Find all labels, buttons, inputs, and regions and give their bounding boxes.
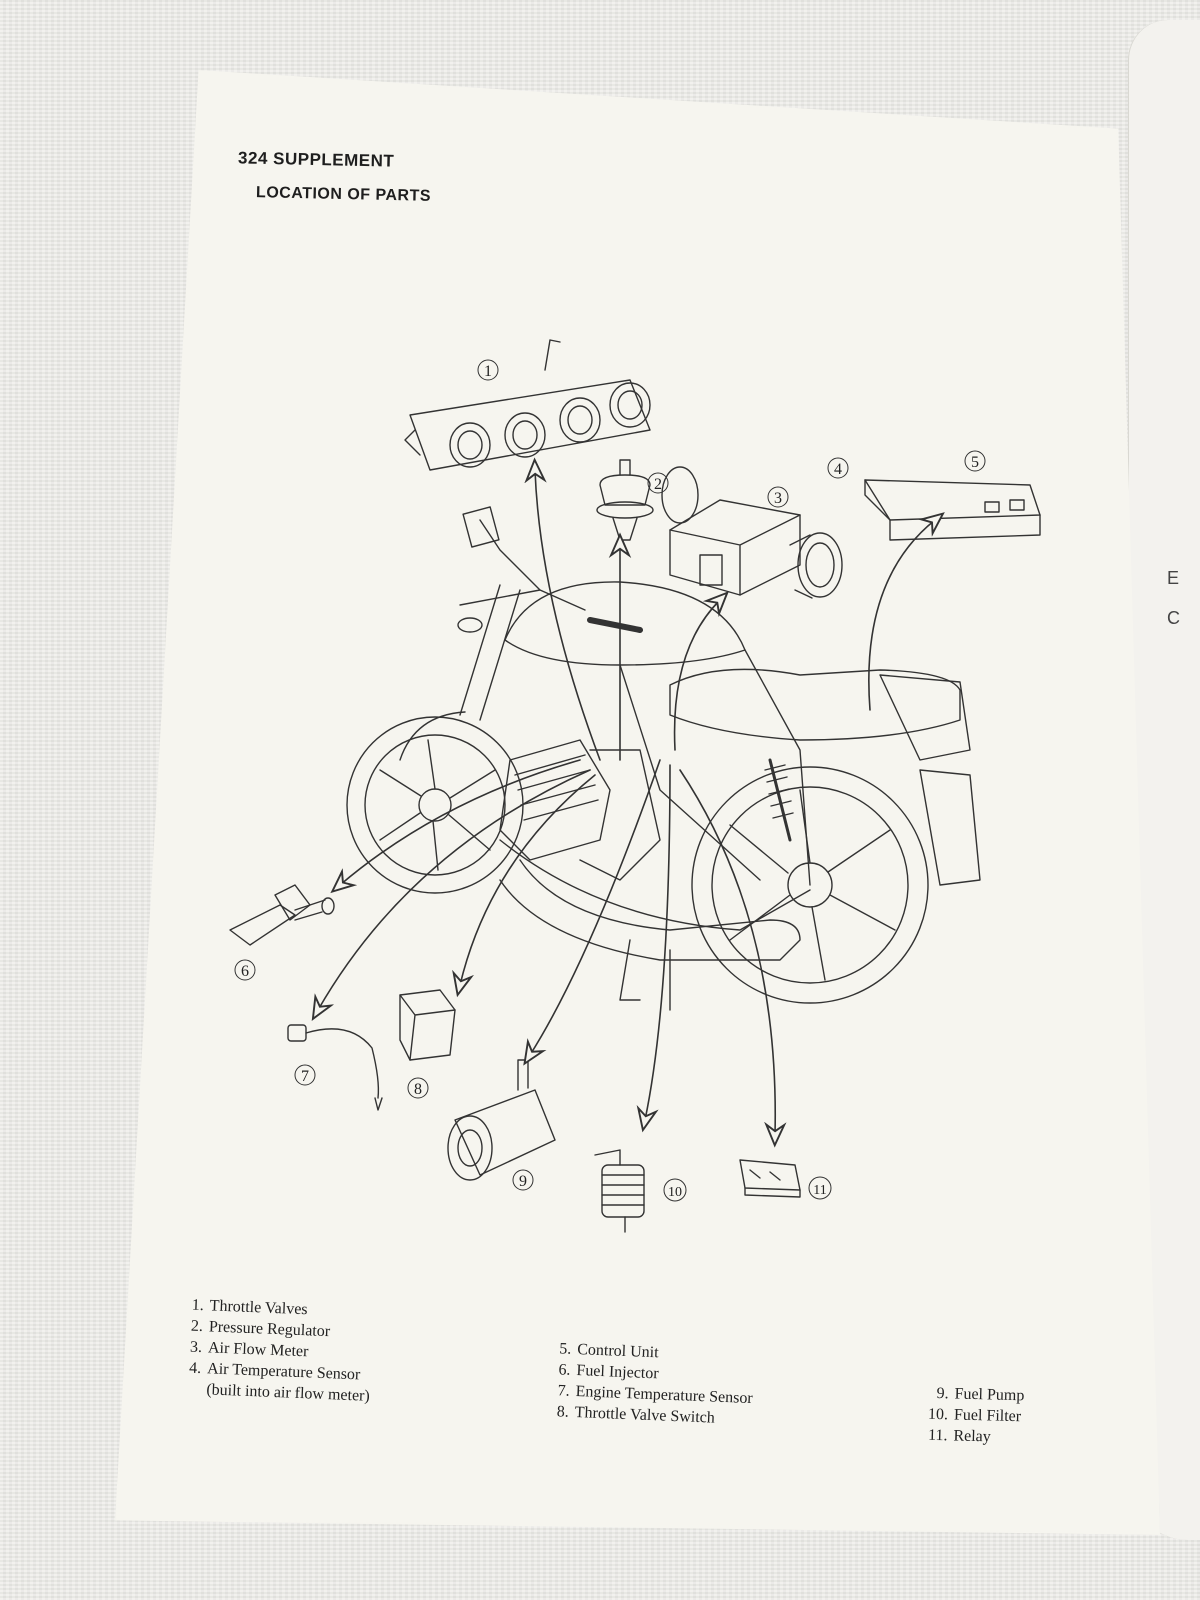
callout-3: 3	[767, 486, 789, 508]
part-air-temperature-sensor-drawing	[789, 532, 843, 599]
callout-9: 9	[512, 1169, 534, 1191]
part-pressure-regulator-drawing	[596, 459, 654, 541]
callout-6: 6	[234, 959, 256, 981]
svg-text:8: 8	[414, 1081, 422, 1098]
callout-1: 1	[477, 359, 499, 381]
part-engine-temperature-sensor-drawing	[287, 1024, 383, 1111]
callout-2: 2	[647, 472, 669, 494]
svg-text:4: 4	[834, 461, 842, 478]
part-fuel-injector-drawing	[229, 884, 335, 946]
next-page-fragment: E	[1167, 568, 1180, 588]
motorcycle-drawing	[346, 506, 981, 1011]
legend-item: 9.Fuel Pump	[936, 1385, 1025, 1405]
part-fuel-pump-drawing	[447, 1059, 556, 1181]
section-name: SUPPLEMENT	[272, 149, 395, 171]
svg-text:7: 7	[301, 1068, 309, 1085]
parts-location-diagram: 1 2 3 4 5 6 7 8 9 10 11	[229, 339, 1041, 1233]
next-page-fragment: C	[1167, 608, 1180, 628]
part-relay-drawing	[739, 1159, 801, 1198]
svg-text:3: 3	[774, 490, 782, 507]
callout-11: 11	[808, 1176, 832, 1200]
legend-column-1: 1.Throttle Valves 2.Pressure Regulator 3…	[176, 1294, 374, 1407]
callout-5: 5	[964, 450, 986, 472]
legend-column-3: 9.Fuel Pump 10.Fuel Filter 11.Relay	[923, 1383, 1025, 1449]
part-fuel-filter-drawing	[594, 1149, 645, 1233]
part-control-unit-drawing	[864, 479, 1041, 541]
svg-text:11: 11	[813, 1183, 826, 1198]
svg-text:1: 1	[484, 363, 492, 380]
callout-10: 10	[663, 1178, 687, 1202]
page-title: LOCATION OF PARTS	[255, 184, 432, 205]
callout-4: 4	[827, 457, 849, 479]
svg-text:6: 6	[241, 963, 249, 980]
svg-text:9: 9	[519, 1173, 527, 1190]
part-throttle-valve-switch-drawing	[399, 989, 456, 1061]
svg-text:10: 10	[668, 1185, 682, 1200]
legend-item: 10.Fuel Filter	[927, 1405, 1022, 1426]
legend-column-2: 5.Control Unit 6.Fuel Injector 7.Engine …	[544, 1338, 754, 1430]
callout-arrows	[318, 470, 935, 1135]
page-number: 324	[237, 148, 269, 168]
page-header: 324 SUPPLEMENT	[238, 148, 395, 171]
svg-text:2: 2	[654, 476, 662, 493]
legend-item: 11.Relay	[927, 1426, 991, 1446]
callout-8: 8	[407, 1077, 429, 1099]
manual-page	[115, 70, 1160, 1535]
part-throttle-valves-drawing	[404, 339, 651, 471]
svg-text:5: 5	[971, 454, 979, 471]
callout-7: 7	[294, 1064, 316, 1086]
part-air-flow-meter-drawing	[661, 466, 801, 596]
